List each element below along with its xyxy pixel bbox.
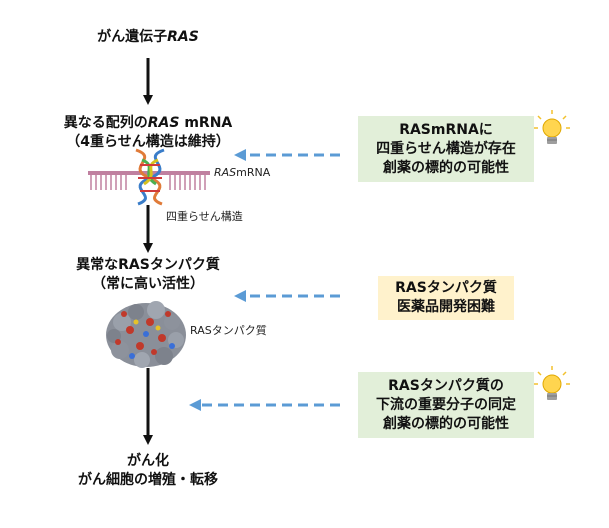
- step-cancer-line2: がん細胞の増殖・転移: [78, 472, 218, 488]
- step-protein-line2: （常に高い活性）: [92, 276, 204, 292]
- step-mrna-line2: （4重らせん構造は維持）: [66, 134, 230, 150]
- note-box-downstream-line2: 下流の重要分子の同定: [376, 396, 516, 413]
- step-mrna-post: mRNA: [179, 115, 233, 131]
- note-box-downstream-line1: RASタンパク質の: [388, 377, 504, 394]
- note-box-mrna-line2: 四重らせん構造が存在: [376, 140, 516, 157]
- step-mrna: 異なる配列のRAS mRNA （4重らせん構造は維持）: [28, 114, 268, 152]
- note-box-downstream-target: RASタンパク質の 下流の重要分子の同定 創薬の標的の可能性: [358, 372, 534, 438]
- step-oncogene-gene: RAS: [167, 29, 199, 45]
- step-cancer: がん化 がん細胞の増殖・転移: [38, 452, 258, 490]
- note-box-downstream-line3: 創薬の標的の可能性: [383, 415, 509, 432]
- protein-label: RASタンパク質: [190, 324, 267, 337]
- note-box-mrna-line3: 創薬の標的の可能性: [383, 159, 509, 176]
- lightbulb-icon: [534, 366, 570, 400]
- note-box-mrna-target: RASmRNAに 四重らせん構造が存在 創薬の標的の可能性: [358, 116, 534, 182]
- step-mrna-line1: 異なる配列のRAS mRNA: [28, 114, 268, 133]
- step-oncogene-text: がん遺伝子: [97, 29, 168, 45]
- protein-icon: [106, 301, 186, 368]
- note-box-protein-line1: RASタンパク質: [395, 280, 497, 296]
- mrna-label: RASmRNA: [214, 166, 270, 179]
- step-protein: 異常なRASタンパク質 （常に高い活性）: [38, 256, 258, 294]
- quadruplex-label: 四重らせん構造: [166, 210, 243, 223]
- lightbulb-icon: [534, 110, 570, 144]
- step-mrna-gene: RAS: [147, 115, 180, 131]
- mrna-label-gene: RAS: [214, 166, 237, 179]
- step-oncogene: がん遺伝子RAS: [48, 28, 248, 47]
- note-box-protein-line2: 医薬品開発困難: [397, 299, 495, 315]
- note-box-mrna-line1: RASmRNAに: [399, 121, 493, 138]
- note-box-protein-difficult: RASタンパク質 医薬品開発困難: [378, 276, 514, 320]
- mrna-label-post: mRNA: [236, 166, 271, 179]
- step-cancer-line1: がん化: [127, 453, 169, 469]
- quadruplex-icon: [135, 148, 165, 206]
- step-protein-line1: 異常なRASタンパク質: [76, 257, 220, 273]
- step-mrna-pre: 異なる配列の: [63, 115, 148, 131]
